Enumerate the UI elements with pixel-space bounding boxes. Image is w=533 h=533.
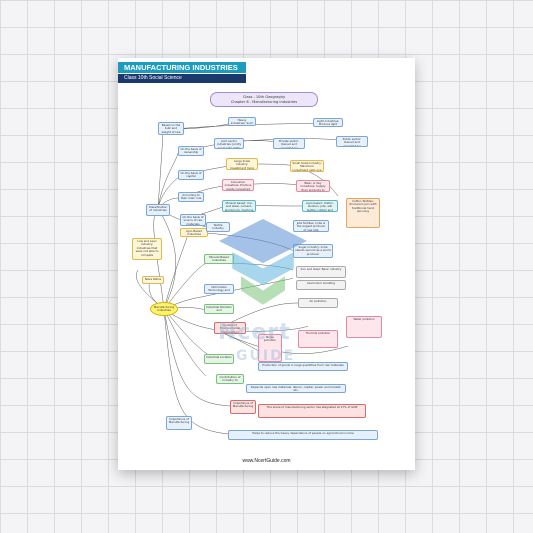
node-ownership: On the basis of ownership: [178, 146, 204, 156]
header-subtitle: Class 10th Social Science: [118, 74, 246, 83]
node-public: Public sector: Owned and operated by gov…: [336, 136, 368, 147]
node-jute: Jute Textiles: India is the largest prod…: [293, 220, 329, 232]
node-cotton: Cotton Textiles: Produced yarn with trad…: [346, 198, 380, 228]
node-iron: Iron and steel: Basic industry: [296, 266, 346, 278]
node-agro: Agro based: Cotton, woollen, jute, silk …: [302, 200, 338, 212]
node-lowland: Low and Lean Industry: Industries that w…: [132, 238, 162, 260]
node-classification: Classification of Industries: [146, 204, 170, 216]
mind-map-sheet: MANUFACTURING INDUSTRIES Class 10th Soci…: [118, 58, 415, 470]
node-large: Large Scale Industry: Investment more th…: [226, 158, 258, 170]
node-depends: Depends upon raw materials, labour, capi…: [246, 384, 346, 393]
node-water: Water pollution: [346, 316, 382, 338]
node-nava: Nava Ratna: [142, 276, 164, 284]
node-manufacturing-importance: Importance of Manufacturing: [166, 416, 192, 430]
central-node: Manufacturing Industries: [150, 302, 178, 316]
node-private: Private sector: Owned and operated by in…: [273, 138, 305, 149]
node-importance: Importance of Manufacturing: [230, 400, 256, 414]
node-contribution: Contribution of Industry to National Eco…: [216, 374, 244, 384]
watermark-text: Ncert: [218, 320, 291, 345]
node-consumer: Consumer industries: Produce goods consu…: [222, 179, 254, 191]
node-raw-materials: Based on the bulk and weight of raw mate…: [158, 122, 184, 135]
chapter-title: Class - 10th Geography Chapter 6 - Manuf…: [210, 92, 318, 107]
watermark-text-2: GUIDE: [236, 348, 296, 364]
node-source: On the basis of source of raw materials: [180, 214, 206, 226]
node-air: Air pollution: [298, 298, 338, 308]
node-noise: Noise pollution: [258, 334, 282, 362]
node-joint: Joint sector industries: Jointly run by …: [214, 138, 244, 149]
node-heavy: Heavy industries: Such as Iron and Steel: [228, 117, 256, 126]
node-pollution: Industrial Pollution and Environmental D…: [204, 304, 234, 314]
node-aluminium: Aluminium smelting: [296, 280, 346, 290]
node-agro-industries: Agro Based Industries: [180, 228, 208, 237]
node-helps: Helps to reduce the heavy dependence of …: [228, 430, 378, 440]
node-main-role: According to their main role: [178, 192, 204, 202]
node-production: Production of goods in large quantities …: [258, 362, 348, 371]
node-location: Industrial Location: [204, 354, 234, 364]
node-capital: On the basis of capital investment: [178, 170, 204, 180]
watermark-logo: [219, 219, 307, 305]
node-thermal: Thermal pollution: [298, 330, 338, 348]
node-control: Control of Environmental Degradation: [214, 322, 246, 334]
chapter-title-line2: Chapter 6 - Manufacturing Industries: [230, 100, 298, 104]
node-it: Information Technology and Electronics I…: [204, 284, 234, 294]
node-textile: Textile Industry: [206, 222, 230, 232]
node-light: Light industries: Produce light goods: [313, 118, 343, 127]
chapter-title-line1: Class - 10th Geography: [242, 95, 286, 99]
node-basic: Basic or Key industries: Supply their pr…: [296, 180, 330, 192]
node-mineral: Mineral based: Iron and steel, cement, a…: [222, 200, 256, 212]
node-share: The share of manufacturing sector has st…: [258, 404, 366, 418]
header-title: MANUFACTURING INDUSTRIES: [118, 62, 246, 73]
node-small: Small Scale Industry: Maximum investment…: [290, 160, 324, 172]
node-sugar: Sugar Industry: India stands second as a…: [293, 244, 333, 258]
footer-url[interactable]: www.NcertGuide.com: [242, 458, 291, 464]
